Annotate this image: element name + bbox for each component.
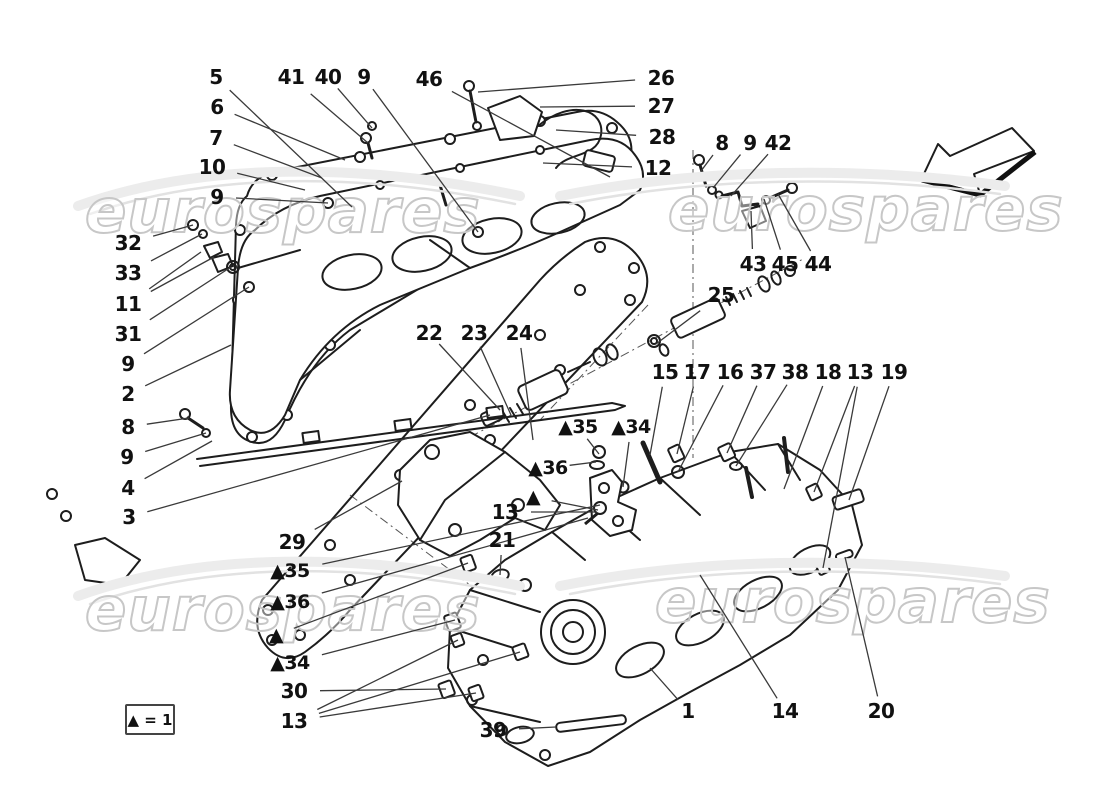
leader-line-44-28	[777, 193, 812, 252]
triangle-hardware-cluster	[490, 445, 637, 584]
leader-line-tri-50	[293, 562, 469, 629]
leader-line-37-36	[726, 385, 758, 454]
leader-line-11-15	[150, 256, 215, 293]
leader-line-10-11	[237, 172, 306, 191]
watermark-text: eurospares	[655, 566, 1051, 637]
leader-line-tri36-43	[569, 461, 597, 466]
leader-line-13-39	[822, 386, 858, 569]
leader-line-46-4	[451, 90, 611, 178]
leader-line-26-5	[477, 79, 636, 93]
valve-cover	[228, 137, 645, 434]
leader-line-9-20	[145, 432, 207, 453]
leader-line-tri35-48	[322, 504, 601, 565]
leader-line-40-2	[337, 87, 373, 129]
leader-line-21-46	[499, 554, 502, 576]
watermark-text: eurospares	[668, 174, 1064, 245]
leader-line-1-55	[649, 667, 679, 701]
leader-line-30-52	[319, 688, 447, 692]
leader-line-32-13	[152, 224, 194, 237]
leader-line-45-27	[763, 198, 782, 250]
leader-line-42-25	[730, 153, 769, 197]
leader-line-23-31	[479, 346, 512, 416]
leader-line-3-22	[147, 414, 491, 513]
eurospares-watermarks: eurospares eurospares eurospares eurospa…	[84, 173, 1064, 646]
leader-line-2-18	[144, 344, 232, 387]
small-fasteners-left	[46, 121, 484, 586]
legend-text: ▲ = 1	[127, 710, 173, 729]
leader-line-15-33	[649, 386, 663, 456]
leader-line-9-17	[143, 286, 250, 355]
head-cover-gasket	[256, 237, 649, 659]
leader-line-4-21	[144, 440, 213, 480]
leader-line-8-19	[146, 417, 190, 425]
leader-line-tri35-41	[586, 438, 600, 455]
leader-line-tri-44	[551, 500, 599, 511]
leader-line-9-12	[235, 197, 329, 204]
watermark-text: eurospares	[85, 176, 481, 247]
leader-line-14-56	[699, 574, 778, 699]
leader-line-17-34	[676, 386, 695, 455]
rail-bar	[179, 402, 626, 467]
leader-line-11-15	[148, 251, 202, 290]
leader-line-22-30	[438, 343, 501, 411]
studs-and-bushings	[437, 436, 865, 733]
leader-line-38-37	[735, 384, 788, 467]
sensor-cable-assembly	[463, 80, 616, 173]
leader-line-9-3	[372, 88, 479, 233]
leader-line-31-16	[149, 266, 232, 321]
lever-clamp-group	[693, 154, 798, 229]
dowel-pin-39	[555, 714, 627, 733]
leader-line-39-54	[518, 726, 557, 730]
leader-line-16-35	[677, 385, 724, 473]
leader-line-24-32	[520, 347, 534, 441]
leader-line-33-14	[150, 233, 203, 262]
leader-line-tri36-49	[321, 517, 589, 594]
leader-line-13-53	[318, 651, 521, 715]
leader-line-25-29	[655, 310, 701, 345]
leader-line-13-39	[813, 385, 856, 493]
watermark-text: eurospares	[85, 574, 481, 645]
swoosh-curves	[73, 166, 1010, 606]
leader-line-43-26	[750, 210, 754, 250]
leader-line-27-6	[539, 105, 636, 108]
leader-line-18-38	[783, 385, 824, 490]
leader-line-tri34-42	[622, 441, 630, 488]
leader-line-41-1	[310, 93, 369, 144]
leader-line-6-9	[234, 113, 346, 161]
triangle-quantity-legend: ▲ = 1	[125, 704, 175, 735]
leader-line-8-23	[700, 154, 714, 172]
leader-line-13-53	[317, 639, 459, 711]
leader-line-5-0	[229, 89, 353, 208]
leader-line-29-47	[314, 480, 403, 530]
leader-line-tri34-51	[321, 619, 456, 656]
leader-line-13-53	[319, 692, 477, 718]
leader-line-9-24	[712, 154, 742, 189]
leader-line-20-57	[844, 556, 879, 697]
leader-line-28-7	[555, 129, 637, 136]
leader-line-19-40	[848, 385, 890, 501]
leader-line-7-10	[233, 144, 323, 179]
leader-line-12-8	[542, 162, 633, 168]
